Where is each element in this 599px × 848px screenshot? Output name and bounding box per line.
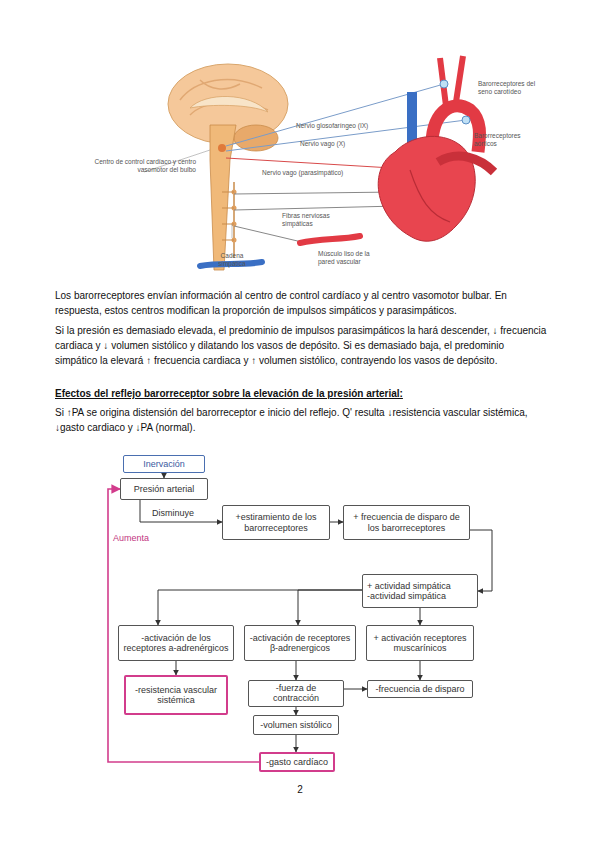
node-text: -activación de los receptores a-adrenérg… [123, 633, 229, 654]
process-box: Inervación [123, 455, 205, 473]
part-label: Fibras nerviosas simpáticas [282, 212, 344, 228]
flow-arrow [296, 735, 297, 752]
process-box: -frecuencia de disparo [367, 680, 473, 698]
pulmonary-artery [438, 156, 494, 172]
node-text: Presión arterial [134, 484, 195, 494]
drawing-part [222, 208, 234, 209]
process-box: -gasto cardíaco [259, 752, 335, 772]
drawing-part [222, 192, 234, 193]
paragraph: Efectos del reflejo barorreceptor sobre … [55, 386, 547, 401]
aortic-baroreceptor [462, 116, 470, 124]
node-text: + activación receptores muscarínicos [371, 633, 469, 654]
flow-arrow [330, 522, 343, 523]
node-text: -gasto cardíaco [266, 757, 328, 767]
sympathetic-chain [222, 182, 237, 258]
node-text: +estiramiento de los barorreceptores [227, 512, 325, 533]
edge-label: Disminuye [152, 508, 194, 518]
brainstem [210, 125, 236, 270]
sympathetic-fiber [234, 226, 306, 243]
flow-arrow [420, 608, 421, 625]
node-text: + actividad simpática [367, 581, 451, 591]
node-text: + frecuencia de disparo de los barorrece… [348, 512, 465, 533]
carotid-baroreceptor [440, 80, 448, 88]
node-text: -activación de receptores β-adrenergicos [249, 633, 351, 654]
drawing-part [222, 240, 234, 241]
process-box: Presión arterial [120, 478, 208, 500]
node-text: -actividad simpática [367, 591, 446, 601]
flow-arrow [344, 689, 367, 690]
flow-arrow [420, 661, 421, 680]
process-box: + frecuencia de disparo de los barorrece… [343, 505, 470, 540]
sympathetic-fiber [234, 206, 398, 210]
node-text: Inervación [143, 459, 185, 469]
carotid-artery [440, 56, 463, 106]
node-text: -frecuencia de disparo [375, 684, 464, 694]
page-number: 2 [292, 784, 308, 795]
part-label: Barorreceptores aórticos [474, 132, 538, 148]
process-box: + actividad simpática-actividad simpátic… [362, 574, 478, 608]
part-label: Barorreceptores del seno carotídeo [478, 80, 550, 96]
flow-arrow [176, 661, 177, 675]
process-box: -activación de los receptores a-adrenérg… [118, 625, 234, 661]
brain-gyri [180, 79, 268, 115]
part-label: Nervio glosofaríngeo (IX) [296, 122, 391, 130]
corpus-callosum [190, 96, 268, 112]
node-text: -resistencia vascular sistémica [130, 685, 222, 706]
part-label: Cadena simpática [206, 252, 258, 268]
artery [300, 236, 360, 243]
part-label: Centro de control cardíaco y centro vaso… [92, 158, 196, 174]
part-label: Músculo liso de la pared vascular [318, 250, 388, 266]
heart [378, 56, 494, 241]
process-box: -activación de receptores β-adrenergicos [244, 625, 356, 661]
part-label: Nervio vago (X) [300, 140, 375, 148]
sympathetic-fiber [234, 192, 396, 194]
bulbar-center [218, 144, 226, 152]
process-box: -volumen sistólico [253, 715, 339, 735]
vagus-parasympathetic [226, 158, 392, 168]
flow-arrow [296, 707, 297, 715]
flow-arrow [140, 500, 222, 522]
paragraph: Los barorreceptores envían información a… [55, 288, 547, 318]
paragraph: Si ↑PA se origina distensión del barorre… [55, 405, 547, 435]
heart-groove [410, 170, 450, 222]
node-text: -fuerza de contracción [253, 683, 339, 704]
node-text: -volumen sistólico [260, 720, 332, 730]
process-box: -fuerza de contracción [248, 680, 344, 707]
leader-line [232, 224, 233, 238]
process-box: + activación receptores muscarínicos [366, 625, 474, 661]
part-label: Nervio vago (parasimpático) [262, 169, 367, 177]
flow-arrow [158, 590, 362, 625]
process-box: +estiramiento de los barorreceptores [222, 505, 330, 540]
paragraph: Si la presión es demasiado elevada, el p… [55, 323, 547, 368]
edge-label: Aumenta [113, 533, 149, 543]
flow-arrow [296, 661, 297, 680]
process-box: -resistencia vascular sistémica [124, 675, 228, 715]
flow-arrow [298, 590, 362, 625]
